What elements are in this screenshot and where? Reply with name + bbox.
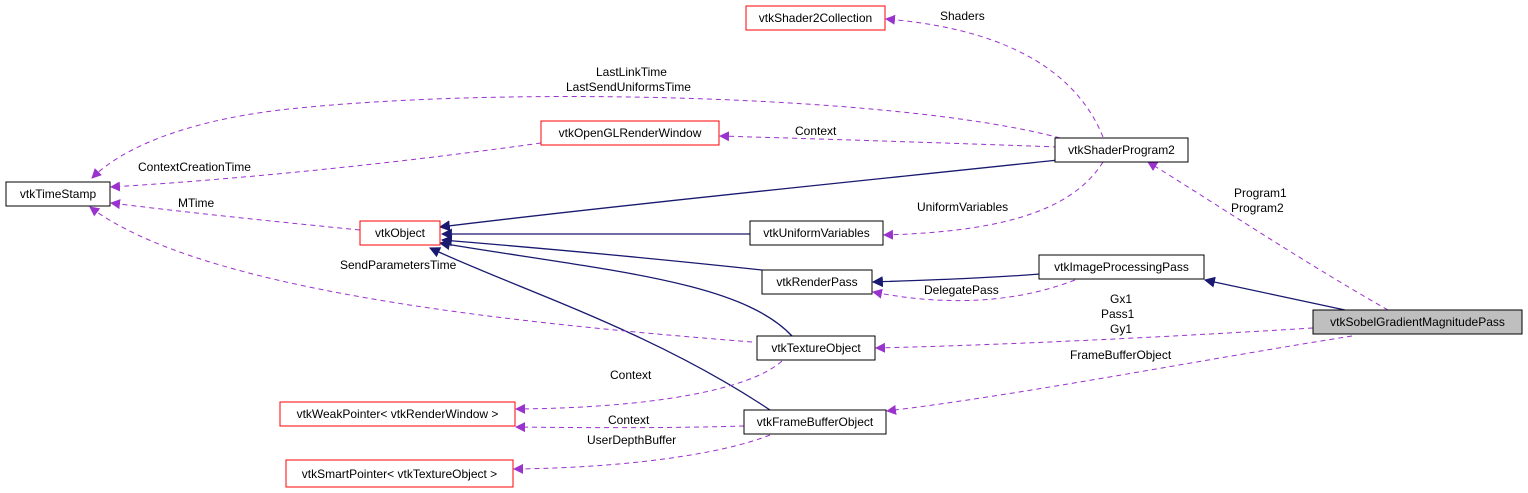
edge-delegatepass bbox=[872, 279, 1076, 302]
node-vtksmartpointer-textureobject[interactable]: vtkSmartPointer< vtkTextureObject > bbox=[285, 459, 514, 488]
label-uniformvariables: UniformVariables bbox=[917, 200, 1008, 214]
label-userdepthbuffer: UserDepthBuffer bbox=[587, 433, 676, 447]
node-vtkopenglrenderwindow[interactable]: vtkOpenGLRenderWindow bbox=[540, 120, 720, 146]
node-label: vtkFrameBufferObject bbox=[757, 415, 874, 429]
edge-sendparameterstime bbox=[89, 206, 753, 343]
node-vtkweakpointer-renderwindow[interactable]: vtkWeakPointer< vtkRenderWindow > bbox=[279, 401, 516, 427]
label-context-framebufferobject: Context bbox=[608, 413, 650, 427]
label-program2: Program2 bbox=[1231, 201, 1284, 215]
edge-framebufferobject bbox=[886, 335, 1353, 415]
label-contextcreationtime: ContextCreationTime bbox=[138, 160, 251, 174]
edge-contextcreationtime bbox=[110, 142, 542, 192]
label-lastlinktime: LastLinkTime bbox=[596, 65, 667, 79]
node-label: vtkSobelGradientMagnitudePass bbox=[1330, 315, 1505, 329]
node-vtksobelgradientmagnitudepass[interactable]: vtkSobelGradientMagnitudePass bbox=[1312, 309, 1523, 335]
label-sendparameterstime: SendParametersTime bbox=[340, 258, 457, 272]
label-framebufferobject: FrameBufferObject bbox=[1070, 348, 1172, 362]
node-vtkframebufferobject[interactable]: vtkFrameBufferObject bbox=[743, 409, 887, 435]
label-program1: Program1 bbox=[1234, 186, 1287, 200]
edge-sobel-to-imageprocessingpass bbox=[1203, 276, 1346, 311]
edge-mtime bbox=[110, 199, 361, 231]
label-delegatepass: DelegatePass bbox=[924, 283, 999, 297]
edge-program bbox=[1147, 161, 1389, 311]
edge-textureobject-to-object bbox=[438, 239, 793, 337]
label-mtime: MTime bbox=[178, 196, 215, 210]
edge-renderpass-to-object bbox=[440, 235, 763, 271]
node-vtkuniformvariables[interactable]: vtkUniformVariables bbox=[749, 220, 884, 246]
edge-userdepthbuffer bbox=[513, 434, 771, 474]
node-vtkshaderprogram2[interactable]: vtkShaderProgram2 bbox=[1054, 137, 1189, 163]
node-vtkimageprocessingpass[interactable]: vtkImageProcessingPass bbox=[1038, 254, 1205, 280]
label-gy1: Gy1 bbox=[1110, 322, 1132, 336]
edge-labels: Shaders LastLinkTime LastSendUniformsTim… bbox=[138, 9, 1287, 447]
edge-imageprocessingpass-to-renderpass bbox=[871, 273, 1041, 288]
node-vtktextureobject[interactable]: vtkTextureObject bbox=[756, 335, 876, 361]
edge-shaderprogram2-to-object bbox=[438, 159, 1059, 232]
node-vtktimestamp[interactable]: vtkTimeStamp bbox=[5, 181, 111, 207]
node-label: vtkObject bbox=[375, 226, 426, 240]
edge-context-textureobject bbox=[515, 360, 783, 414]
label-context-shaderprogram: Context bbox=[795, 124, 837, 138]
label-shaders: Shaders bbox=[940, 9, 985, 23]
node-vtkrenderpass[interactable]: vtkRenderPass bbox=[761, 269, 873, 295]
label-gx1: Gx1 bbox=[1110, 292, 1132, 306]
node-label: vtkTextureObject bbox=[771, 341, 861, 355]
label-context-textureobject: Context bbox=[610, 368, 652, 382]
usage-edges bbox=[89, 14, 1389, 474]
node-label: vtkWeakPointer< vtkRenderWindow > bbox=[297, 407, 499, 421]
inheritance-edges bbox=[429, 159, 1346, 411]
edge-gx1-pass1-gy1 bbox=[875, 327, 1314, 353]
node-label: vtkOpenGLRenderWindow bbox=[559, 126, 702, 140]
nodes: vtkShader2Collection vtkShaderProgram2 v… bbox=[5, 5, 1523, 488]
node-label: vtkShaderProgram2 bbox=[1068, 143, 1175, 157]
node-vtkshader2collection[interactable]: vtkShader2Collection bbox=[745, 5, 886, 31]
edge-lastlinktime bbox=[91, 96, 1061, 179]
node-label: vtkRenderPass bbox=[776, 275, 857, 289]
label-pass1: Pass1 bbox=[1101, 307, 1135, 321]
node-label: vtkUniformVariables bbox=[763, 226, 869, 240]
node-vtkobject[interactable]: vtkObject bbox=[359, 220, 441, 246]
edge-uniformvariables bbox=[883, 161, 1104, 240]
edge-shaders bbox=[885, 14, 1104, 138]
node-label: vtkTimeStamp bbox=[20, 187, 97, 201]
node-label: vtkSmartPointer< vtkTextureObject > bbox=[302, 467, 497, 481]
edge-framebufferobject-to-object bbox=[429, 247, 771, 411]
label-lastsenduniformstime: LastSendUniformsTime bbox=[566, 80, 691, 94]
node-label: vtkShader2Collection bbox=[759, 11, 872, 25]
edge-context-shaderprogram bbox=[719, 131, 1059, 148]
node-label: vtkImageProcessingPass bbox=[1054, 260, 1189, 274]
